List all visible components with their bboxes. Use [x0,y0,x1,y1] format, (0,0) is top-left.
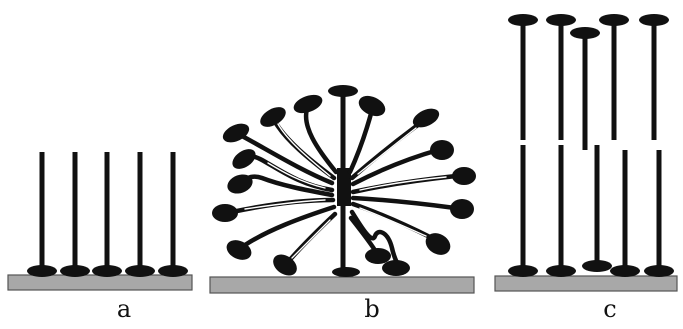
molecule-b-6 [212,197,336,222]
molecule-c-bottom-3 [582,145,612,272]
molecule-b-15 [349,209,410,276]
molecule-a-1 [27,152,57,277]
molecule-b-9 [347,95,386,175]
molecule-c-bottom-5 [644,150,674,277]
molecule-b-4 [232,149,335,193]
molecule-b-7 [226,204,337,260]
substrate-a [7,274,193,291]
molecule-a-2 [60,152,90,277]
molecule-a-4 [125,152,155,277]
molecule-b-8 [273,211,338,276]
panel-c [494,14,678,292]
molecule-b-3 [222,123,335,186]
molecule-b-1 [293,94,339,175]
molecule-b-5 [227,174,335,198]
molecule-b-16 [348,215,391,264]
molecule-b-center [328,85,360,277]
molecule-b-2 [260,107,337,181]
molecule-c-top-1 [508,14,538,140]
panel-b [209,85,476,294]
molecule-a-3 [92,152,122,277]
panel-label-c: c [603,295,617,323]
molecule-c-bottom-4 [610,150,640,277]
molecule-b-11 [350,140,454,187]
molecule-c-top-5 [639,14,669,140]
molecule-b-13 [350,195,474,219]
molecule-c-bottom-2 [546,145,576,277]
panel-label-b: b [364,295,380,323]
molecule-b-10 [349,108,440,181]
panel-a [7,152,193,291]
substrate-b [209,276,475,294]
molecule-b-12 [350,167,476,195]
panel-label-a: a [116,295,132,323]
substrate-c [494,275,678,292]
molecule-c-bottom-1 [508,145,538,277]
molecule-b-14 [350,201,451,255]
molecule-c-top-4 [599,14,629,140]
molecule-a-5 [158,152,188,277]
molecule-c-top-3 [570,27,600,150]
molecule-c-top-2 [546,14,576,140]
